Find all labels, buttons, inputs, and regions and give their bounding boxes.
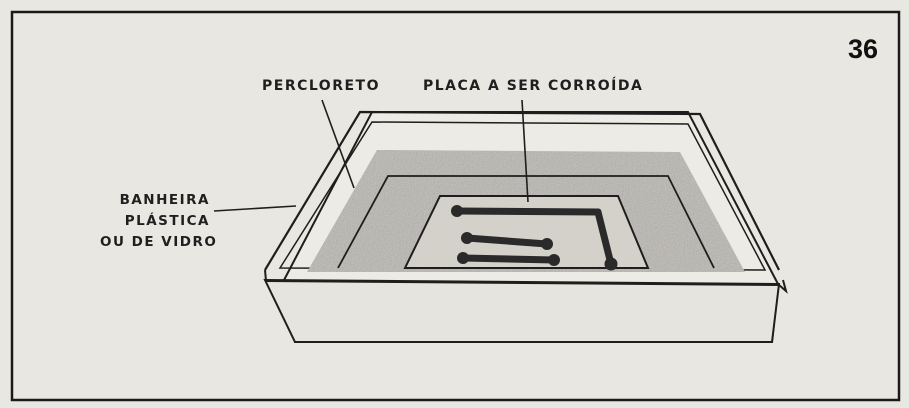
tray-rim-outer — [264, 110, 780, 271]
trace-right — [594, 208, 615, 268]
tray-front-face — [263, 278, 781, 343]
label-percloreto: PERCLORETO — [262, 78, 380, 94]
pad — [461, 232, 473, 244]
pad — [548, 254, 560, 266]
pcb-traces — [453, 207, 615, 268]
tray-floor — [337, 175, 715, 269]
trace-middle — [463, 234, 551, 248]
trace-pads — [451, 205, 618, 271]
pad — [451, 205, 463, 217]
leader-percloreto — [321, 99, 355, 189]
label-banheira-line: OU DE VIDRO — [100, 234, 218, 250]
label-banheira: BANHEIRA PLÁSTICA OU DE VIDRO — [100, 190, 218, 253]
trace-top — [453, 207, 602, 216]
pad — [457, 252, 469, 264]
pad — [541, 238, 553, 250]
leader-placa — [521, 99, 529, 203]
pad — [604, 257, 618, 271]
label-banheira-line: BANHEIRA — [119, 192, 210, 208]
label-placa: PLACA A SER CORROÍDA — [423, 78, 644, 94]
label-banheira-line: PLÁSTICA — [124, 213, 210, 229]
tray-rim-front — [264, 269, 788, 294]
trace-bottom — [459, 254, 558, 264]
figure-number: 36 — [848, 34, 879, 64]
leader-banheira — [213, 205, 297, 212]
figure-border — [10, 10, 901, 402]
